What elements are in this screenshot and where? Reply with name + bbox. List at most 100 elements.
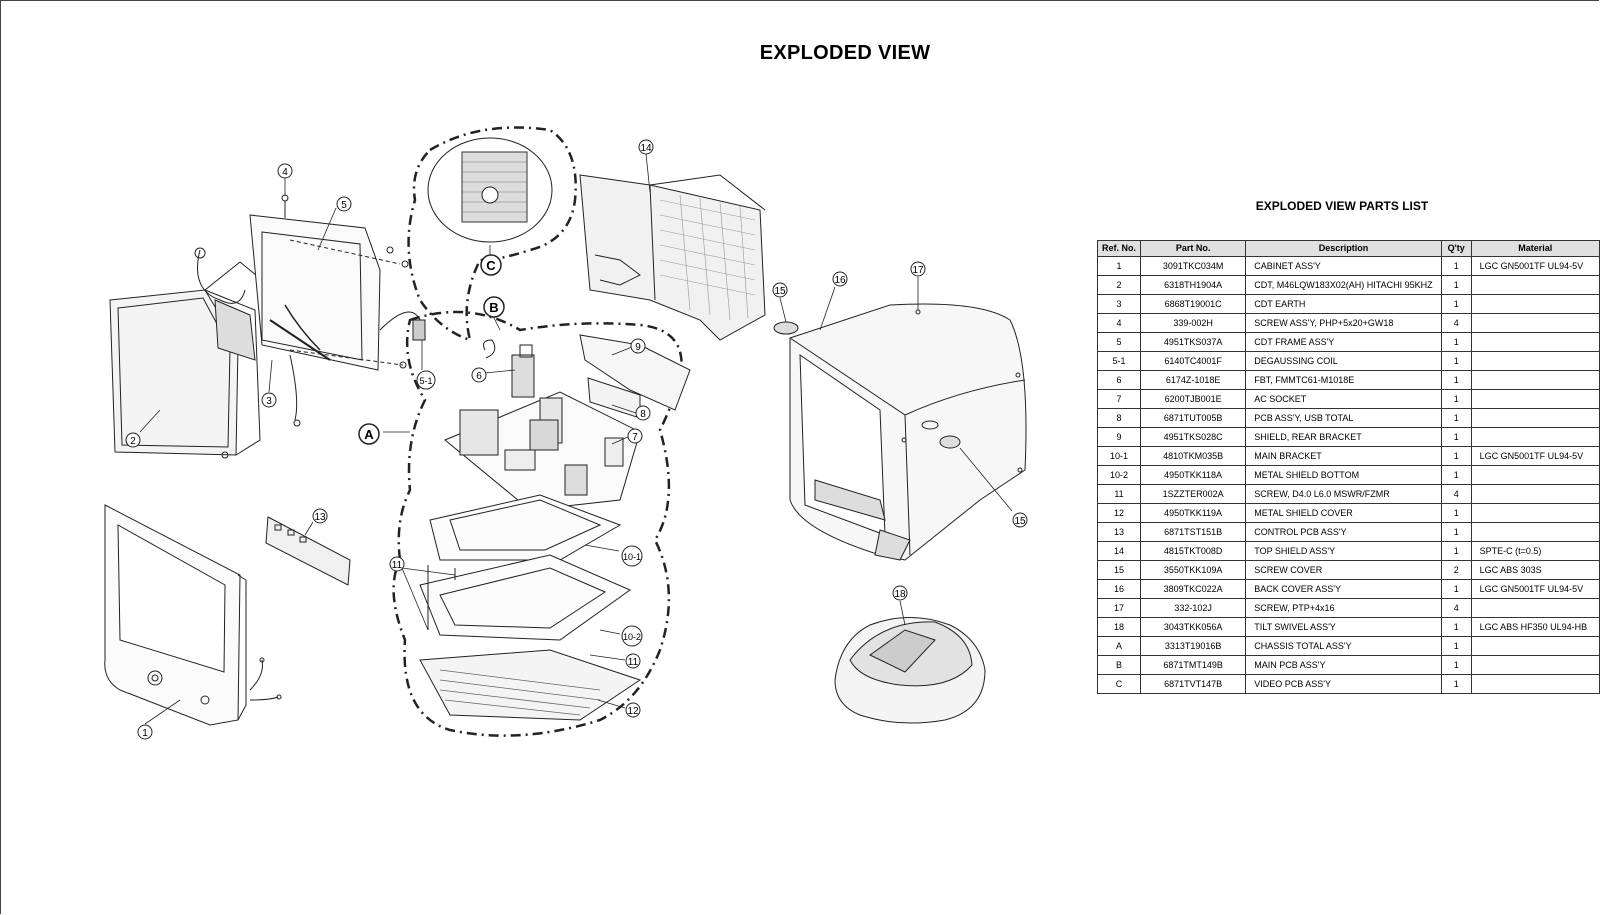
svg-text:17: 17 bbox=[912, 265, 924, 276]
svg-text:1: 1 bbox=[142, 728, 148, 739]
cell-material bbox=[1470, 313, 1600, 333]
svg-text:12: 12 bbox=[627, 706, 639, 717]
cell-part-no: 3809TKC022A bbox=[1140, 579, 1247, 599]
svg-text:11: 11 bbox=[392, 560, 403, 571]
cell-part-no: 4950TKK119A bbox=[1140, 503, 1247, 523]
callout-5-1: 5-1 bbox=[416, 370, 436, 390]
cell-ref-no: 15 bbox=[1096, 560, 1142, 580]
cell-ref-no: 10-2 bbox=[1096, 465, 1142, 485]
svg-text:9: 9 bbox=[635, 342, 641, 353]
svg-text:18: 18 bbox=[894, 589, 906, 600]
svg-text:5-1: 5-1 bbox=[419, 376, 432, 386]
cell-qty: 1 bbox=[1440, 522, 1472, 542]
callout-13: 13 bbox=[312, 508, 328, 524]
callout-9: 9 bbox=[630, 338, 646, 354]
cell-qty: 1 bbox=[1440, 465, 1472, 485]
col-description: Description bbox=[1245, 240, 1442, 257]
svg-text:13: 13 bbox=[314, 512, 326, 523]
cell-material bbox=[1470, 370, 1600, 390]
cell-qty: 1 bbox=[1440, 275, 1472, 295]
cell-qty: 4 bbox=[1440, 313, 1472, 333]
cell-ref-no: 10-1 bbox=[1096, 446, 1142, 466]
cell-material bbox=[1470, 332, 1600, 352]
cell-qty: 1 bbox=[1440, 503, 1472, 523]
cell-qty: 1 bbox=[1440, 579, 1472, 599]
cell-description: SCREW COVER bbox=[1245, 560, 1442, 580]
cell-part-no: 6140TC4001F bbox=[1140, 351, 1247, 371]
cell-ref-no: 6 bbox=[1096, 370, 1142, 390]
cell-material bbox=[1470, 503, 1600, 523]
cell-qty: 1 bbox=[1440, 294, 1472, 314]
cell-qty: 1 bbox=[1440, 351, 1472, 371]
svg-text:10-1: 10-1 bbox=[623, 552, 641, 562]
col-material: Material bbox=[1470, 240, 1600, 257]
cell-material: LGC GN5001TF UL94-5V bbox=[1470, 446, 1600, 466]
svg-text:10-2: 10-2 bbox=[623, 632, 641, 642]
cell-part-no: 3043TKK056A bbox=[1140, 617, 1247, 637]
svg-text:3: 3 bbox=[266, 396, 272, 407]
callout-8: 8 bbox=[635, 405, 651, 421]
callout-C: C bbox=[480, 254, 502, 276]
cell-description: SHIELD, REAR BRACKET bbox=[1245, 427, 1442, 447]
cell-qty: 4 bbox=[1440, 598, 1472, 618]
cell-material bbox=[1470, 655, 1600, 675]
cell-description: SCREW, D4.0 L6.0 MSWR/FZMR bbox=[1245, 484, 1442, 504]
cell-ref-no: C bbox=[1096, 674, 1142, 694]
parts-list-title: EXPLODED VIEW PARTS LIST bbox=[1255, 199, 1429, 213]
svg-text:4: 4 bbox=[282, 167, 288, 178]
cell-qty: 1 bbox=[1440, 636, 1472, 656]
cell-qty: 2 bbox=[1440, 560, 1472, 580]
cell-qty: 1 bbox=[1440, 617, 1472, 637]
cell-material bbox=[1470, 636, 1600, 656]
cell-qty: 1 bbox=[1440, 541, 1472, 561]
svg-text:14: 14 bbox=[640, 143, 652, 154]
cell-material bbox=[1470, 674, 1600, 694]
callout-14: 14 bbox=[638, 139, 654, 155]
cell-description: MAIN BRACKET bbox=[1245, 446, 1442, 466]
svg-text:16: 16 bbox=[834, 275, 846, 286]
cell-ref-no: 5-1 bbox=[1096, 351, 1142, 371]
callout-B: B bbox=[483, 296, 505, 318]
cell-material: SPTE-C (t=0.5) bbox=[1470, 541, 1600, 561]
cell-ref-no: 5 bbox=[1096, 332, 1142, 352]
cell-part-no: 4951TKS028C bbox=[1140, 427, 1247, 447]
cell-part-no: 4950TKK118A bbox=[1140, 465, 1247, 485]
cell-description: MAIN PCB ASS'Y bbox=[1245, 655, 1442, 675]
cell-part-no: 3313T19016B bbox=[1140, 636, 1247, 656]
cell-description: CDT FRAME ASS'Y bbox=[1245, 332, 1442, 352]
cell-part-no: 4815TKT008D bbox=[1140, 541, 1247, 561]
svg-text:15: 15 bbox=[774, 286, 786, 297]
callout-4: 4 bbox=[277, 163, 293, 179]
cell-material bbox=[1470, 389, 1600, 409]
parts-table-header: Ref. No. Part No. Description Q'ty Mater… bbox=[1096, 240, 1600, 257]
main-pcb-drawing bbox=[444, 334, 691, 511]
cell-part-no: 6871TUT005B bbox=[1140, 408, 1247, 428]
col-ref-no: Ref. No. bbox=[1096, 240, 1142, 257]
cell-ref-no: 12 bbox=[1096, 503, 1142, 523]
callout-18: 18 bbox=[892, 585, 908, 601]
callout-15-b: 15 bbox=[1012, 512, 1028, 528]
cell-part-no: 332-102J bbox=[1140, 598, 1247, 618]
svg-text:2: 2 bbox=[130, 436, 136, 447]
callout-10-1: 10-1 bbox=[621, 545, 643, 567]
control-pcb-drawing bbox=[265, 516, 351, 586]
callout-16: 16 bbox=[832, 271, 848, 287]
callout-5: 5 bbox=[336, 196, 352, 212]
callout-10-2: 10-2 bbox=[621, 625, 643, 647]
cell-ref-no: 18 bbox=[1096, 617, 1142, 637]
cell-ref-no: 1 bbox=[1096, 256, 1142, 276]
cell-description: CDT, M46LQW183X02(AH) HITACHI 95KHZ bbox=[1245, 275, 1442, 295]
cell-ref-no: 3 bbox=[1096, 294, 1142, 314]
callout-11-a: 11 bbox=[389, 556, 405, 572]
cell-material bbox=[1470, 522, 1600, 542]
